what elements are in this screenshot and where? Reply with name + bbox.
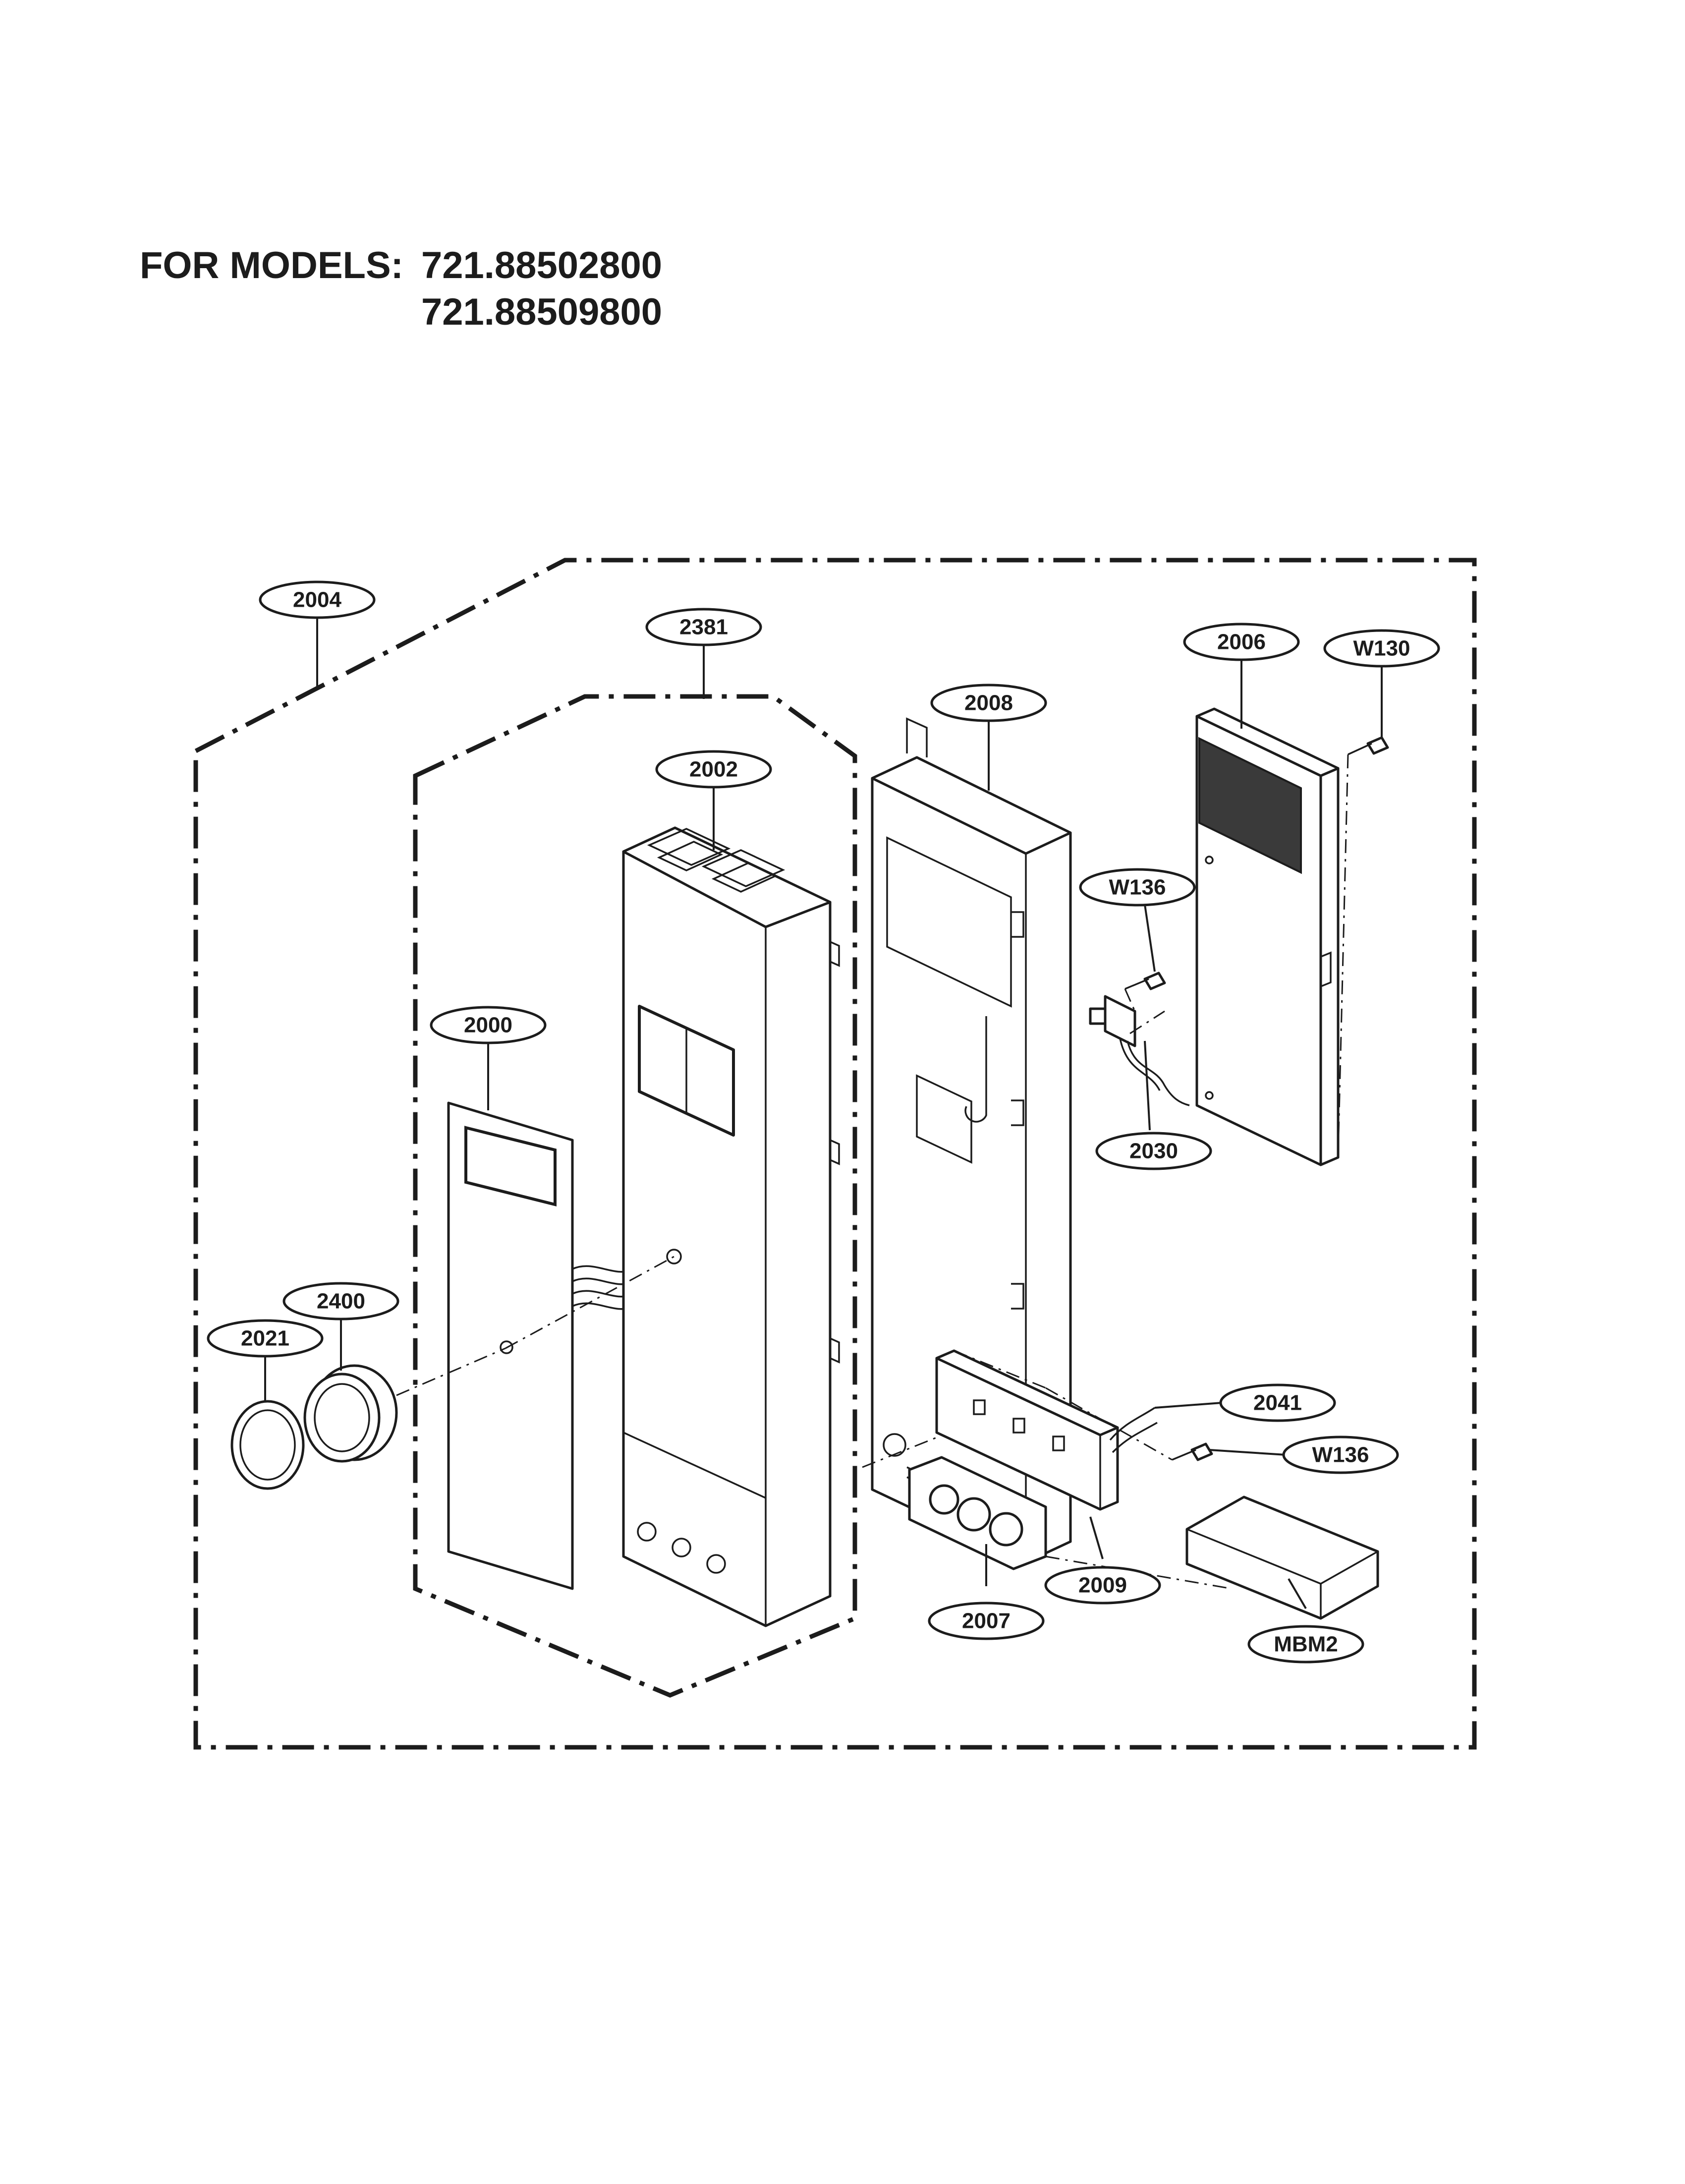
part-2400-knob bbox=[303, 1364, 398, 1463]
callout-2002: 2002 bbox=[655, 750, 772, 789]
part-2006-main-pcb bbox=[1195, 707, 1340, 1166]
callout-2000: 2000 bbox=[430, 1006, 547, 1044]
callout-2007: 2007 bbox=[928, 1602, 1045, 1640]
svg-text:2008: 2008 bbox=[964, 691, 1013, 715]
svg-text:2009: 2009 bbox=[1078, 1573, 1127, 1598]
models-label: FOR MODELS: bbox=[140, 244, 403, 287]
svg-text:2006: 2006 bbox=[1217, 630, 1266, 654]
svg-text:W130: W130 bbox=[1353, 636, 1410, 661]
svg-text:2002: 2002 bbox=[689, 757, 738, 782]
callout-w136-upper: W136 bbox=[1079, 868, 1196, 907]
callout-w136-lower: W136 bbox=[1282, 1436, 1399, 1474]
model-number-1: 721.88502800 bbox=[421, 244, 663, 287]
callout-mbm2: MBM2 bbox=[1247, 1625, 1364, 1664]
callout-2004: 2004 bbox=[259, 580, 376, 619]
callout-2021: 2021 bbox=[207, 1319, 324, 1358]
svg-text:MBM2: MBM2 bbox=[1274, 1632, 1338, 1657]
svg-text:2004: 2004 bbox=[293, 588, 341, 612]
svg-text:W136: W136 bbox=[1109, 875, 1166, 900]
part-mbm2-manual bbox=[1185, 1495, 1379, 1620]
part-2021-knob-ring bbox=[230, 1400, 305, 1490]
callout-2006: 2006 bbox=[1183, 623, 1300, 661]
models-heading: FOR MODELS: 721.88502800 721.88509800 bbox=[140, 233, 834, 352]
part-2007-knob-holder bbox=[908, 1456, 1047, 1570]
callout-2009: 2009 bbox=[1044, 1566, 1161, 1605]
screw-w136-lower bbox=[1172, 1442, 1213, 1461]
screw-w136-upper bbox=[1124, 972, 1166, 990]
assembly-boundary-2381 bbox=[413, 694, 857, 1698]
model-number-2: 721.88509800 bbox=[421, 291, 663, 333]
svg-text:2030: 2030 bbox=[1129, 1139, 1178, 1163]
callout-w130: W130 bbox=[1323, 629, 1440, 668]
svg-text:2400: 2400 bbox=[317, 1289, 365, 1314]
svg-text:W136: W136 bbox=[1312, 1443, 1369, 1467]
svg-text:2021: 2021 bbox=[241, 1326, 289, 1351]
svg-text:2381: 2381 bbox=[679, 615, 728, 639]
svg-text:2041: 2041 bbox=[1253, 1391, 1302, 1415]
callout-2030: 2030 bbox=[1095, 1132, 1212, 1170]
svg-text:2007: 2007 bbox=[962, 1609, 1011, 1633]
callout-2041: 2041 bbox=[1219, 1383, 1336, 1422]
svg-text:2000: 2000 bbox=[464, 1013, 512, 1037]
callout-2008: 2008 bbox=[930, 684, 1047, 722]
assembly-boundary-2004 bbox=[193, 558, 1477, 1750]
callout-2400: 2400 bbox=[282, 1282, 399, 1321]
screw-w130 bbox=[1348, 736, 1389, 755]
part-2002-control-panel-frame bbox=[622, 826, 840, 1627]
callout-2381: 2381 bbox=[645, 608, 762, 646]
part-2030-encoder-switch bbox=[1089, 995, 1190, 1106]
